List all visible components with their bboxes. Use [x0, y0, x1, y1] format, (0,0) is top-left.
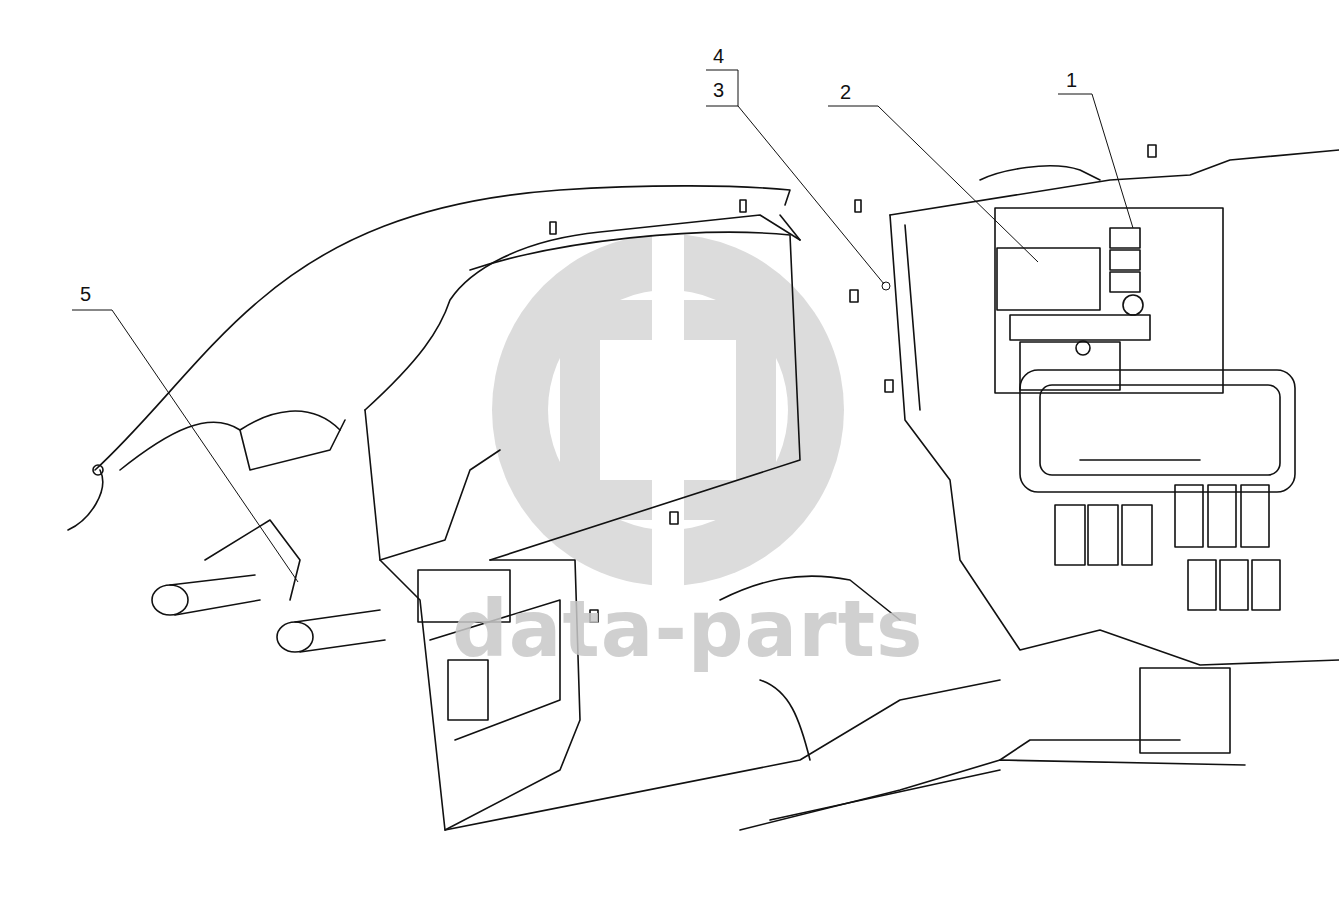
callout-number: 5: [80, 284, 91, 304]
callout-number: 4: [713, 46, 724, 66]
callout-number: 1: [1066, 70, 1077, 90]
watermark-logo: [492, 225, 844, 595]
display-panel: [997, 248, 1100, 310]
drawing-lines: [68, 145, 1339, 830]
callout-number: 2: [840, 82, 851, 102]
watermark: data-parts: [452, 590, 923, 668]
leader-lines: [72, 70, 1133, 582]
callout-number: 3: [713, 80, 724, 100]
